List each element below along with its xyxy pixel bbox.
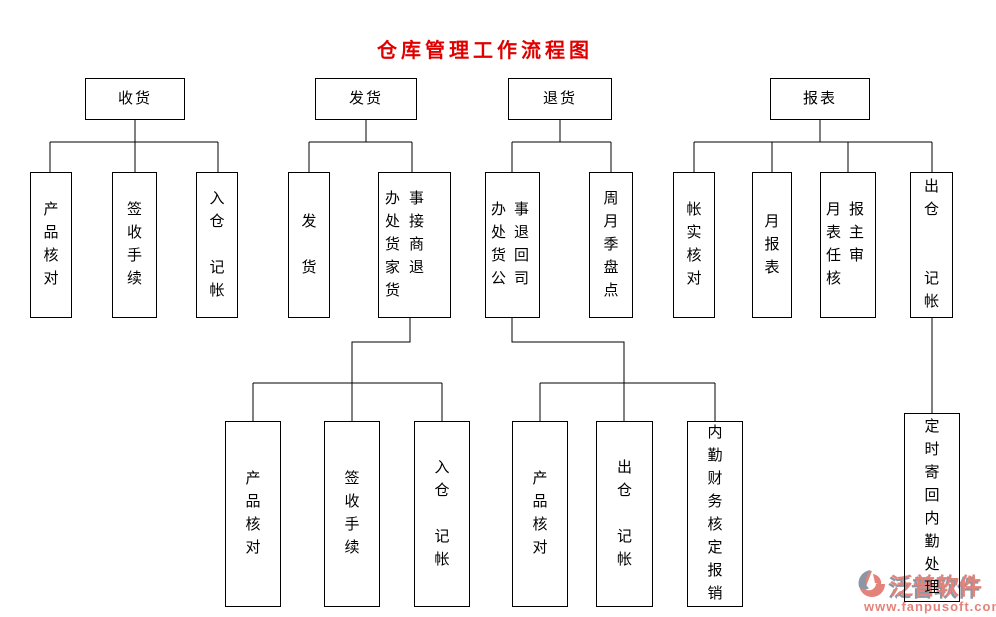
connector-returns-sub xyxy=(511,318,716,421)
node-reports-account-check: 帐 实 核 对 xyxy=(673,172,715,318)
node-reports: 报表 xyxy=(770,78,870,120)
node-returns-office-return-company: 办事 处退 货回 公司 xyxy=(485,172,540,318)
node-returns-periodic-stocktake-label: 周 月 季 盘 点 xyxy=(603,190,619,299)
node-shipping-product-check-label: 产 品 核 对 xyxy=(245,471,261,556)
node-shipping-warehouse-entry: 入 仓 记 帐 xyxy=(414,421,470,607)
connector-reports xyxy=(693,120,933,172)
node-returns-finance-reimbursement: 内 勤 财 务 核 定 报 销 xyxy=(687,421,743,607)
node-shipping-dispatch: 发 货 xyxy=(288,172,330,318)
node-receiving-warehouse-entry-label: 入 仓 记 帐 xyxy=(209,190,225,299)
node-returns-outbound-ledger-label: 出 仓 记 帐 xyxy=(616,459,632,568)
node-reports-director-review: 月报 表主 任审 核 xyxy=(820,172,876,318)
node-receiving-signoff-label: 签 收 手 续 xyxy=(126,202,142,287)
brand-url: www.fanpusoft.com xyxy=(864,599,996,614)
node-shipping-office-returns-label: 办事 处接 货商 家退 货 xyxy=(385,190,434,299)
node-shipping-office-returns: 办事 处接 货商 家退 货 xyxy=(378,172,451,318)
node-receiving-product-check-label: 产 品 核 对 xyxy=(43,202,59,287)
node-returns: 退货 xyxy=(508,78,612,120)
node-reports-mailback-processing: 定 时 寄 回 内 勤 处 理 xyxy=(904,413,960,602)
brand-logo-icon xyxy=(858,570,885,597)
connector-receiving xyxy=(49,120,219,172)
node-reports-account-check-label: 帐 实 核 对 xyxy=(686,202,702,287)
node-reports-outbound-ledger-label: 出 仓 记 帐 xyxy=(923,179,939,310)
node-returns-finance-reimbursement-label: 内 勤 财 务 核 定 报 销 xyxy=(707,425,723,602)
node-shipping-signoff-label: 签 收 手 续 xyxy=(344,471,360,556)
node-receiving: 收货 xyxy=(85,78,185,120)
node-reports-director-review-label: 月报 表主 任审 核 xyxy=(826,202,873,287)
connector-shipping xyxy=(308,120,413,172)
node-reports-monthly-report-label: 月 报 表 xyxy=(764,213,780,276)
node-returns-office-return-company-label: 办事 处退 货回 公司 xyxy=(491,202,538,287)
node-receiving-label: 收货 xyxy=(117,91,152,107)
node-reports-label: 报表 xyxy=(802,91,837,107)
node-reports-monthly-report: 月 报 表 xyxy=(752,172,792,318)
node-receiving-signoff: 签 收 手 续 xyxy=(112,172,157,318)
node-shipping-signoff: 签 收 手 续 xyxy=(324,421,380,607)
connector-shipping-sub xyxy=(252,318,443,421)
node-reports-mailback-processing-label: 定 时 寄 回 内 勤 处 理 xyxy=(924,418,940,596)
node-shipping-product-check: 产 品 核 对 xyxy=(225,421,281,607)
node-reports-outbound-ledger: 出 仓 记 帐 xyxy=(910,172,953,318)
node-returns-product-check-label: 产 品 核 对 xyxy=(532,471,548,556)
node-returns-periodic-stocktake: 周 月 季 盘 点 xyxy=(589,172,633,318)
node-returns-outbound-ledger: 出 仓 记 帐 xyxy=(596,421,653,607)
node-receiving-warehouse-entry: 入 仓 记 帐 xyxy=(196,172,238,318)
watermark: 泛普软件 www.fanpusoft.com xyxy=(854,567,996,615)
node-receiving-product-check: 产 品 核 对 xyxy=(30,172,72,318)
node-returns-product-check: 产 品 核 对 xyxy=(512,421,568,607)
page-title: 仓库管理工作流程图 xyxy=(377,40,593,62)
connector-returns xyxy=(511,120,612,172)
node-returns-label: 退货 xyxy=(542,91,577,107)
node-shipping-label: 发货 xyxy=(348,91,383,107)
brand-name: 泛普软件 xyxy=(890,573,982,599)
node-shipping-dispatch-label: 发 货 xyxy=(301,213,317,276)
node-shipping: 发货 xyxy=(315,78,417,120)
node-shipping-warehouse-entry-label: 入 仓 记 帐 xyxy=(434,459,450,568)
